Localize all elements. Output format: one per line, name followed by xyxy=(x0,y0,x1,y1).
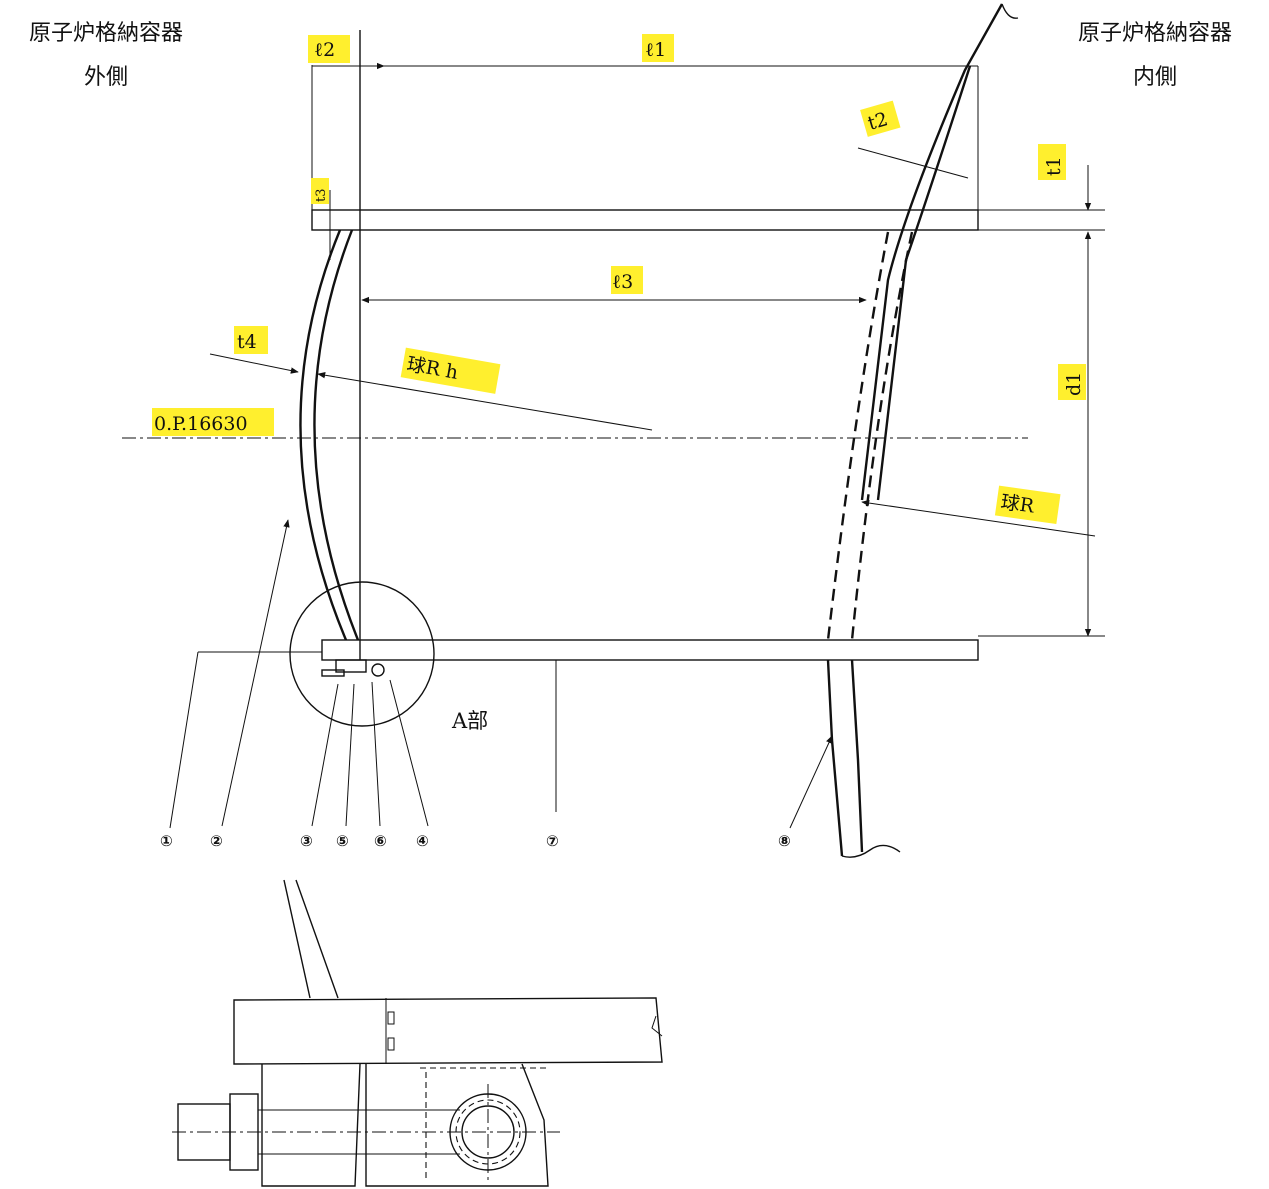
part8-leader xyxy=(789,735,833,829)
part4-leader xyxy=(389,679,429,827)
detail-pin-bracket xyxy=(365,1063,549,1187)
part-number: ⑥ xyxy=(374,832,387,850)
part-number: ③ xyxy=(300,832,313,850)
t2-line xyxy=(857,147,969,179)
sphere-rh-leader xyxy=(317,372,653,431)
dished-head-inner xyxy=(313,229,360,641)
d1-label: d1 xyxy=(1063,372,1085,396)
lower-flange-plate xyxy=(321,639,979,661)
elevation-label: 0.P.16630 xyxy=(154,413,248,435)
detail-a-view xyxy=(172,879,663,1187)
t4-label: t4 xyxy=(237,331,257,353)
t4-leader xyxy=(209,353,299,374)
detail-weld-mark xyxy=(387,1011,395,1025)
sphere-rh-label-group: 球R h xyxy=(400,347,501,394)
part-number: ⑧ xyxy=(778,832,791,850)
part-number: ⑤ xyxy=(336,832,349,850)
inside-header-line1: 原子炉格納容器 xyxy=(1077,21,1232,46)
clamp-block xyxy=(335,659,367,673)
vessel-wall-hidden-left xyxy=(826,231,890,641)
detail-flange-plate xyxy=(233,997,663,1065)
l1-highlight xyxy=(642,34,674,62)
part-number: ④ xyxy=(416,832,429,850)
sphere-r-label-group: 球R xyxy=(994,485,1061,524)
detail-weld-mark xyxy=(387,1037,395,1051)
part-number: ⑦ xyxy=(546,832,559,850)
vessel-wall-hidden-right xyxy=(850,231,914,641)
vessel-break-line-top xyxy=(1001,3,1019,19)
l2-highlight xyxy=(308,35,350,63)
clamp-pin xyxy=(371,663,385,677)
part6-leader xyxy=(371,681,381,827)
detail-a-label: A部 xyxy=(451,709,488,733)
detail-break-mark xyxy=(651,1015,663,1037)
clamp-bolt xyxy=(321,669,345,677)
vessel-break-line-bottom xyxy=(841,844,901,858)
detail-pin xyxy=(461,1105,515,1159)
t2-label-group: t2 xyxy=(860,100,901,137)
l3-highlight xyxy=(611,266,643,294)
detail-head-wall xyxy=(283,879,339,999)
part3-leader xyxy=(311,683,339,827)
l1-label: ℓ1 xyxy=(645,39,666,61)
part1-leader xyxy=(169,651,199,829)
detail-clamp-body xyxy=(261,1063,361,1187)
outside-header-line2: 外側 xyxy=(83,65,128,90)
l3-label: ℓ3 xyxy=(612,271,633,293)
d1-label-group: d1 xyxy=(1058,364,1086,400)
vessel-wall-right xyxy=(876,65,972,501)
elevation-highlight xyxy=(152,408,274,436)
part-number: ① xyxy=(160,832,173,850)
t1-label: t1 xyxy=(1043,156,1065,176)
outside-header-line1: 原子炉格納容器 xyxy=(28,21,183,46)
vessel-wall-lower-right xyxy=(850,659,864,853)
part-number: ② xyxy=(210,832,223,850)
t1-label-group: t1 xyxy=(1038,144,1066,180)
inside-header-line2: 内側 xyxy=(1132,65,1177,90)
l2-label: ℓ2 xyxy=(314,39,335,61)
t3-label: t3 xyxy=(314,189,329,203)
dished-head-outer xyxy=(299,229,348,641)
t3-label-group: t3 xyxy=(311,178,329,204)
sphere-r-leader xyxy=(861,499,1096,537)
part2-leader xyxy=(221,519,290,827)
part5-leader xyxy=(345,683,355,827)
vessel-wall-lower-left xyxy=(826,659,844,857)
upper-flange-plate xyxy=(311,209,979,231)
t4-highlight xyxy=(234,326,268,354)
sphere-r-label: 球R xyxy=(999,491,1036,518)
outside-header: 原子炉格納容器 外側 xyxy=(6,12,206,100)
detail-a-circle xyxy=(289,581,435,727)
vessel-wall-left xyxy=(860,3,1004,501)
inside-header: 原子炉格納容器 内側 xyxy=(1055,12,1255,100)
